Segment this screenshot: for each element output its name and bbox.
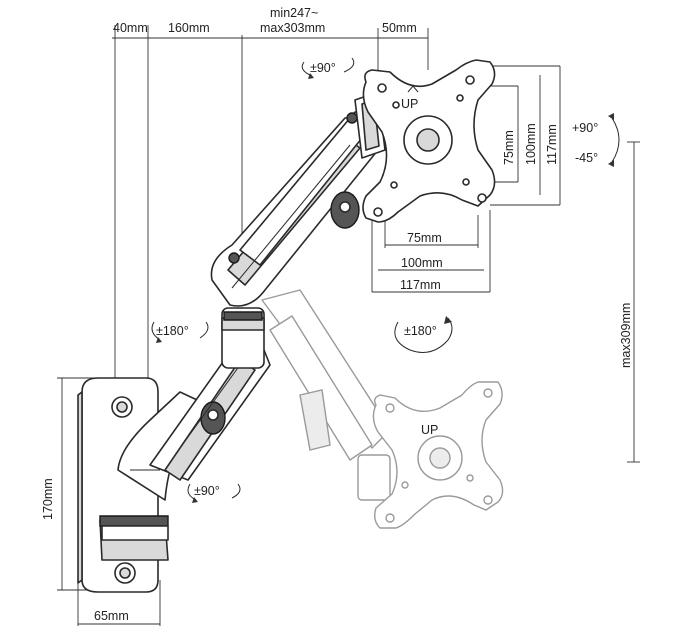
vesa-h75-label: 75mm: [407, 231, 442, 245]
vesa-offset-label: 50mm: [382, 21, 417, 35]
plate-depth-label: 40mm: [113, 21, 148, 35]
plate-height-label: 170mm: [41, 478, 55, 520]
vesa-plate: [362, 59, 496, 223]
plate-rotation-label: ±180°: [404, 324, 437, 338]
elbow-swivel-label: ±180°: [156, 324, 189, 338]
upper-arm-bolt: [228, 252, 240, 264]
tilt-up-label: +90°: [572, 121, 598, 135]
vesa-h100-label: 100mm: [401, 256, 443, 270]
top-swivel-label: ±90°: [310, 61, 336, 75]
tilt-arrow: [611, 117, 620, 163]
ghost-up-marking: UP: [421, 423, 438, 437]
upper-arm: [210, 111, 383, 307]
vesa-v117-label: 117mm: [545, 124, 559, 165]
vesa-v75-label: 75mm: [502, 130, 516, 165]
tilt-down-label: -45°: [575, 151, 598, 165]
elbow-joint: [221, 307, 265, 369]
ghost-lowered-arm: [261, 289, 391, 501]
extension-max-label: max303mm: [260, 21, 325, 35]
vesa-v100-label: 100mm: [524, 123, 538, 165]
head-bolt: [346, 112, 358, 124]
plate-rotation-arrow: [394, 317, 453, 353]
ghost-vesa-plate: [372, 381, 504, 529]
vesa-h117-label: 117mm: [400, 278, 441, 292]
lower-arm: [149, 344, 271, 481]
height-adjust-label: max309mm: [619, 303, 633, 368]
up-marking: UP: [401, 97, 418, 111]
extension-min-label: min247~: [270, 6, 318, 20]
plate-width-label: 65mm: [94, 609, 129, 623]
arm-segment-label: 160mm: [168, 21, 210, 35]
base-swivel-label: ±90°: [194, 484, 220, 498]
